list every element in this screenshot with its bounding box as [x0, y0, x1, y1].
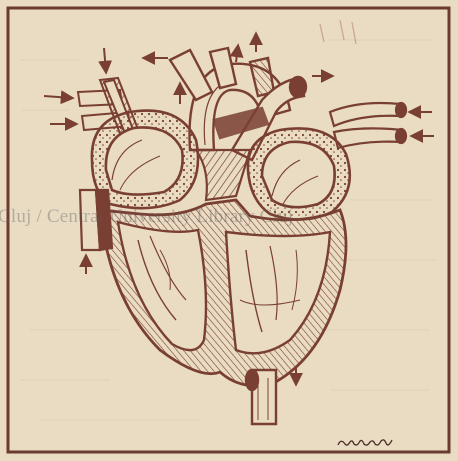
right-atrium	[92, 111, 198, 209]
library-watermark: Cluj / Central University Library Cluj	[0, 206, 293, 228]
artist-signature	[336, 434, 396, 450]
